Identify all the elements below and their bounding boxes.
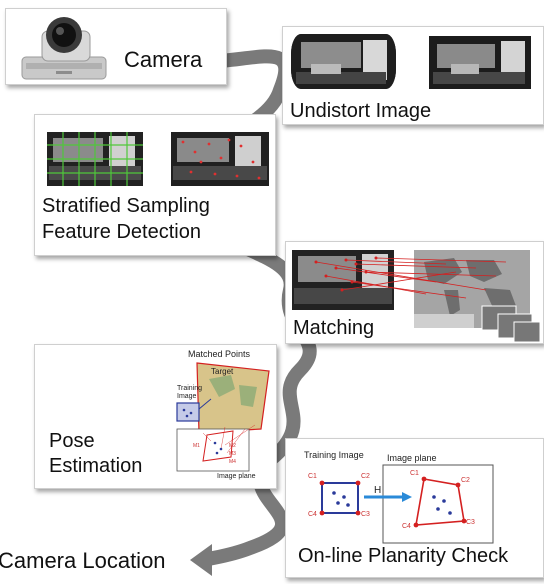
- matching-label: Matching: [293, 317, 375, 339]
- features-photo: [171, 132, 269, 186]
- pose-label-line2: Estimation: [49, 455, 143, 477]
- distorted-photo: [291, 34, 396, 89]
- c2-left: C2: [361, 473, 370, 480]
- c4-right: C4: [402, 523, 411, 530]
- pose-card: Matched Points Target Training Image Ima…: [34, 344, 277, 489]
- grid-photo: [47, 132, 143, 186]
- m2-label: M2: [229, 443, 236, 449]
- camera-location-label: Camera Location: [0, 548, 166, 573]
- arrow-head: [190, 544, 212, 576]
- matched-points-label: Matched Points: [188, 349, 251, 359]
- m1-label: M1: [193, 443, 200, 449]
- c1-right: C1: [410, 470, 419, 477]
- undistorted-photo: [429, 36, 531, 89]
- matching-camera-photo: [292, 250, 394, 310]
- sampling-label-line1: Stratified Sampling: [42, 195, 210, 217]
- pose-figure: [176, 362, 270, 472]
- c4-left: C4: [308, 511, 317, 518]
- camera-icon: [21, 17, 107, 80]
- planarity-image-plane-label: Image plane: [387, 453, 437, 463]
- matching-card: Matching: [285, 241, 544, 344]
- sampling-label-line2: Feature Detection: [42, 221, 201, 243]
- planarity-label: On-line Planarity Check: [298, 545, 509, 567]
- planarity-figure: [319, 464, 494, 544]
- c2-right: C2: [461, 477, 470, 484]
- match-lines: [314, 256, 541, 343]
- planarity-card: Training Image Image plane H C1 C2 C3 C4…: [285, 438, 544, 578]
- c3-right: C3: [466, 519, 475, 526]
- undistort-card: Undistort Image: [282, 26, 544, 125]
- training-image-label-1: Training: [177, 385, 203, 392]
- c1-left: C1: [308, 473, 317, 480]
- camera-label: Camera: [124, 47, 203, 72]
- homography-label: H: [374, 485, 382, 496]
- undistort-label: Undistort Image: [290, 100, 432, 122]
- c3-left: C3: [361, 511, 370, 518]
- m3-label: M3: [229, 451, 236, 457]
- camera-card: Camera: [5, 8, 227, 85]
- training-image-label-2: Image: [177, 393, 197, 400]
- pose-label-line1: Pose: [49, 430, 95, 452]
- sampling-card: Stratified Sampling Feature Detection: [34, 114, 276, 256]
- image-plane-label: Image plane: [217, 473, 256, 480]
- target-label: Target: [211, 367, 234, 376]
- m4-label: M4: [229, 459, 236, 465]
- planarity-training-image-label: Training Image: [304, 450, 364, 460]
